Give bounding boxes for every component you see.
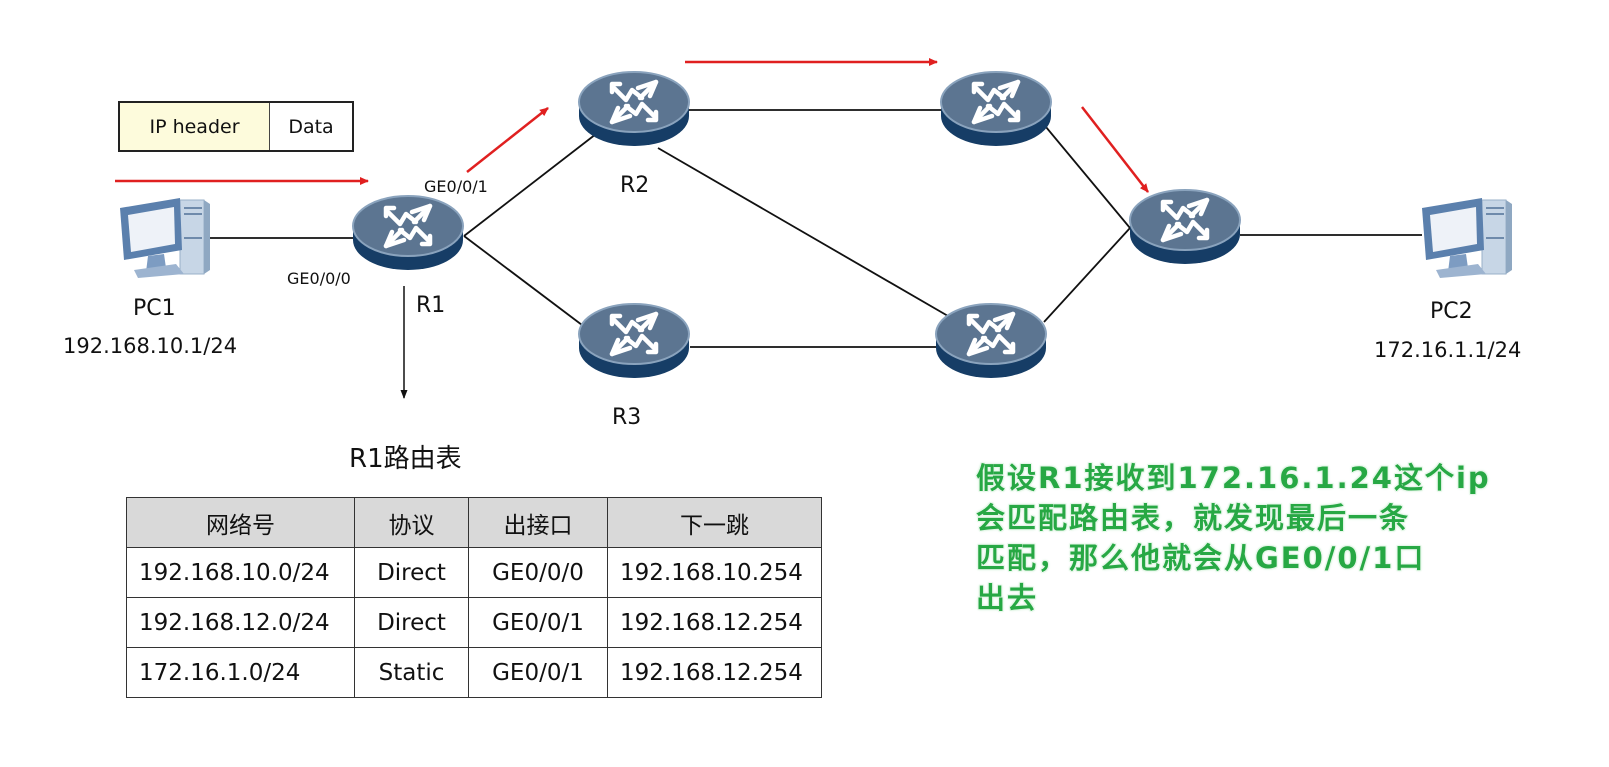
r1-port-ge000-label: GE0/0/0 [287, 269, 351, 288]
table-row: 192.168.12.0/24 Direct GE0/0/1 192.168.1… [126, 597, 822, 648]
packet-ip-header: IP header [120, 103, 270, 150]
packet-data: Data [270, 103, 352, 150]
col-protocol: 协议 [354, 497, 469, 548]
r6-router-icon [1130, 190, 1240, 264]
table-row: 172.16.1.0/24 Static GE0/0/1 192.168.12.… [126, 647, 822, 698]
routing-table-title: R1路由表 [349, 444, 462, 474]
col-out-interface: 出接口 [468, 497, 608, 548]
col-network: 网络号 [126, 497, 355, 548]
table-row: 192.168.10.0/24 Direct GE0/0/0 192.168.1… [126, 547, 822, 598]
cell-network: 192.168.12.0/24 [126, 597, 355, 648]
pc1-pc-icon [119, 197, 211, 279]
r3-router-icon [579, 304, 689, 378]
col-next-hop: 下一跳 [607, 497, 822, 548]
cell-protocol: Direct [354, 547, 469, 598]
r2-router-icon [579, 72, 689, 146]
cell-next-hop: 192.168.12.254 [607, 597, 822, 648]
annotation-line: 出去 [976, 581, 1039, 615]
annotation-line: 匹配，那么他就会从GE0/0/1口 [976, 541, 1426, 575]
cell-protocol: Static [354, 647, 469, 698]
r2-label: R2 [620, 173, 650, 198]
r5-router-icon [936, 304, 1046, 378]
link-r5-r6 [1043, 227, 1131, 323]
annotation-note: 假设R1接收到172.16.1.24这个ip 会匹配路由表，就发现最后一条 匹配… [976, 458, 1556, 618]
r1-port-ge001-label: GE0/0/1 [424, 177, 488, 196]
r4-router-icon [941, 72, 1051, 146]
flow-arrow-r1-r2 [466, 107, 549, 173]
routing-table: 网络号 协议 出接口 下一跳 192.168.10.0/24 Direct GE… [126, 497, 822, 698]
flow-arrow-r4-r6 [1081, 106, 1149, 193]
pc1-ip-label: 192.168.10.1/24 [63, 334, 238, 358]
cell-protocol: Direct [354, 597, 469, 648]
cell-next-hop: 192.168.10.254 [607, 547, 822, 598]
link-r1-r3 [463, 235, 583, 326]
link-r1-r2 [463, 133, 597, 237]
r3-label: R3 [612, 405, 642, 430]
pc2-pc-icon [1421, 197, 1513, 279]
cell-out-interface: GE0/0/0 [468, 547, 608, 598]
packet-diagram: IP header Data [118, 101, 354, 152]
r1-label: R1 [416, 293, 446, 318]
routing-table-header: 网络号 协议 出接口 下一跳 [126, 497, 822, 548]
annotation-line: 假设R1接收到172.16.1.24这个ip [976, 461, 1491, 495]
cell-out-interface: GE0/0/1 [468, 647, 608, 698]
pc2-label: PC2 [1430, 299, 1473, 324]
links-layer [202, 109, 1422, 348]
cell-next-hop: 192.168.12.254 [607, 647, 822, 698]
cell-network: 192.168.10.0/24 [126, 547, 355, 598]
link-r2-r5 [657, 147, 949, 317]
link-r4-r6 [1045, 126, 1131, 229]
r1-router-icon [353, 196, 463, 270]
pc2-ip-label: 172.16.1.1/24 [1374, 338, 1522, 362]
annotation-line: 会匹配路由表，就发现最后一条 [976, 501, 1411, 535]
cell-out-interface: GE0/0/1 [468, 597, 608, 648]
pc1-label: PC1 [133, 296, 176, 321]
cell-network: 172.16.1.0/24 [126, 647, 355, 698]
